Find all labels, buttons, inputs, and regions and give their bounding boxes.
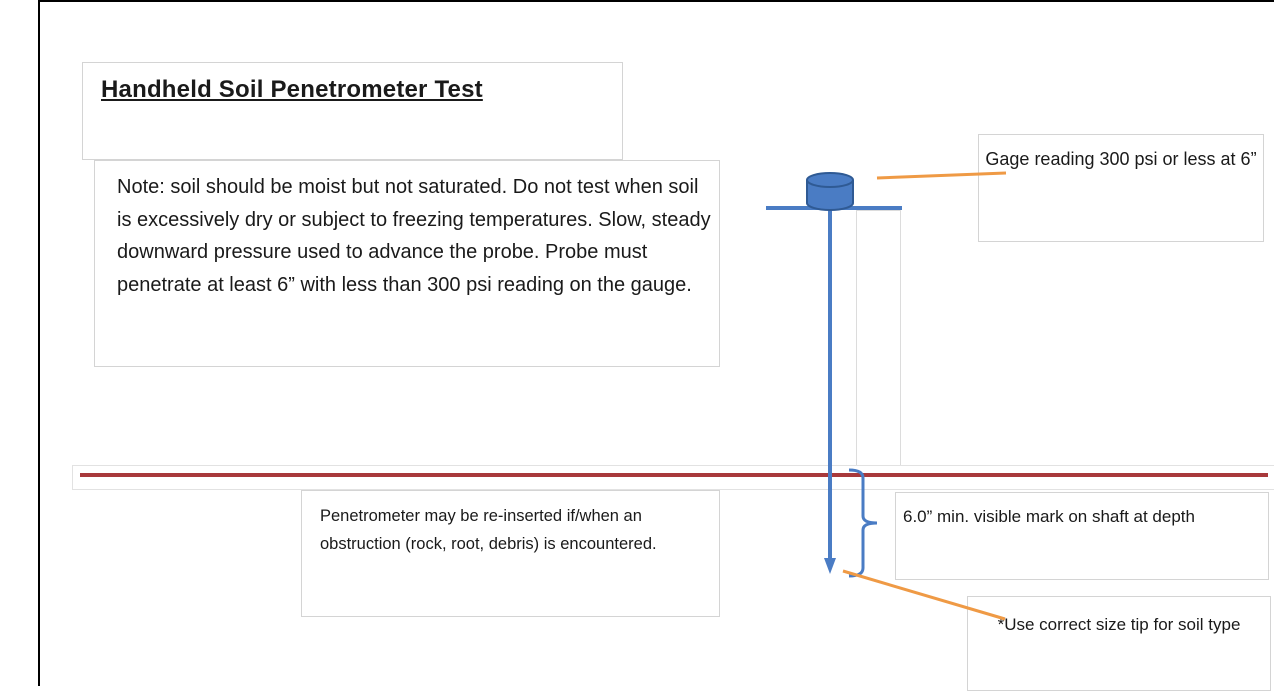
title-box (82, 62, 623, 160)
depth-callout-text: 6.0” min. visible mark on shaft at depth (903, 507, 1195, 526)
page-title: Handheld Soil Penetrometer Test (101, 76, 483, 103)
tip-callout-text: *Use correct size tip for soil type (997, 615, 1241, 634)
probe-tip-arrow (824, 558, 836, 574)
depth-callout-box (895, 492, 1269, 580)
note-text: Note: soil should be moist but not satur… (117, 176, 711, 296)
gage-callout-box (978, 134, 1264, 242)
gage-icon (806, 172, 854, 211)
depth-brace (848, 468, 878, 578)
gage-callout-text: Gage reading 300 psi or less at 6” (985, 149, 1257, 169)
reinsert-note-text: Penetrometer may be re-inserted if/when … (320, 507, 657, 553)
tip-callout-line (842, 569, 1006, 621)
gage-cylinder-top (806, 172, 854, 188)
gage-cylinder-outline (806, 180, 854, 211)
tip-callout-box (967, 596, 1271, 691)
reinsert-note-box (301, 490, 720, 617)
gage-cylinder-body (807, 180, 853, 210)
ground-strip (72, 465, 1274, 490)
gage-callout-line (876, 171, 1007, 180)
note-box (94, 160, 720, 367)
diagram-frame (38, 0, 1274, 686)
